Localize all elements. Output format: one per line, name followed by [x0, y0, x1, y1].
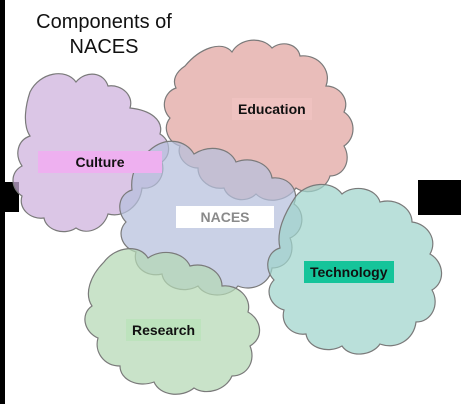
education-label: Education [232, 98, 312, 120]
right-edge-block [418, 180, 461, 215]
research-label: Research [126, 319, 202, 341]
technology-label: Technology [304, 261, 394, 283]
diagram-title: Components of NACES [14, 10, 194, 60]
naces-label: NACES [176, 206, 274, 228]
title-line-2: NACES [69, 36, 139, 58]
title-line-1: Components of [36, 11, 172, 33]
culture-label: Culture [38, 151, 162, 173]
left-edge-bar [0, 0, 5, 404]
